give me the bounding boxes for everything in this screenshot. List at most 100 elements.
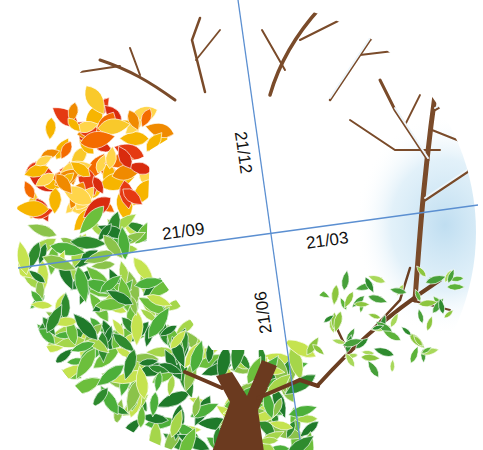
- solstice-equinox-lines: [18, 0, 478, 440]
- branch: [318, 280, 440, 385]
- snow-line: [435, 88, 470, 108]
- leaf: [51, 170, 76, 198]
- leaf: [287, 402, 319, 420]
- leaf: [365, 359, 382, 380]
- trunk: [212, 360, 277, 450]
- leaf: [424, 273, 447, 286]
- leaf: [138, 107, 155, 130]
- date-label: 21/03: [305, 229, 349, 252]
- leaf: [363, 276, 377, 295]
- branch: [270, 8, 320, 95]
- tree-disc: [11, 8, 483, 450]
- branch: [435, 90, 470, 110]
- leaf: [167, 327, 189, 351]
- leaf: [89, 174, 107, 196]
- leaf: [33, 169, 58, 190]
- leaf: [446, 268, 457, 284]
- date-label: 21/09: [161, 220, 205, 243]
- branch: [192, 18, 205, 92]
- leaf: [330, 284, 340, 306]
- leaf: [20, 179, 37, 201]
- branch: [196, 30, 220, 60]
- leaf: [69, 309, 103, 344]
- leaf: [322, 313, 335, 324]
- leaf: [124, 108, 143, 133]
- leaf: [174, 425, 201, 450]
- leaf: [15, 200, 49, 217]
- leaf: [425, 315, 435, 332]
- leaf: [93, 360, 128, 391]
- branch: [130, 48, 140, 75]
- leaf: [354, 301, 370, 307]
- leaf: [104, 146, 118, 170]
- leaf: [437, 297, 446, 314]
- leaf: [413, 289, 422, 303]
- leaf: [148, 420, 162, 450]
- branch: [360, 50, 402, 55]
- branch: [185, 372, 222, 388]
- leaf: [40, 251, 78, 276]
- leaf: [447, 284, 465, 290]
- spring-branches: [318, 268, 450, 385]
- leaf: [270, 397, 284, 419]
- leaf: [143, 304, 175, 342]
- snow-line: [395, 108, 428, 158]
- leaf: [416, 308, 425, 324]
- solstice-line: [238, 0, 300, 440]
- leaf: [67, 157, 93, 181]
- leaf: [134, 365, 151, 400]
- leaf: [99, 232, 127, 263]
- leaf: [190, 394, 202, 418]
- snow: [330, 38, 470, 198]
- leaf: [71, 344, 101, 382]
- leaf: [367, 293, 389, 306]
- leaf: [408, 345, 421, 365]
- leaf: [420, 345, 432, 355]
- branch: [330, 18, 392, 100]
- leaf: [381, 328, 402, 344]
- leaf: [343, 351, 357, 369]
- branch: [262, 30, 285, 70]
- leaf: [412, 334, 425, 348]
- leaf: [120, 132, 149, 146]
- leaf: [331, 310, 344, 333]
- leaf: [389, 286, 407, 295]
- leaf: [80, 82, 111, 119]
- leaf: [153, 371, 164, 393]
- leaf: [311, 342, 326, 357]
- leaf: [131, 311, 144, 346]
- leaf: [65, 115, 84, 134]
- leaf: [430, 296, 446, 315]
- leaf: [283, 431, 318, 450]
- branch: [80, 66, 120, 72]
- leaf: [368, 312, 382, 321]
- leaf: [137, 405, 147, 428]
- branch: [405, 95, 420, 125]
- branch: [425, 170, 470, 200]
- tree-trunk: [185, 360, 318, 450]
- leaf: [119, 184, 146, 209]
- leaf: [187, 339, 208, 375]
- branch: [258, 380, 318, 398]
- leaf: [42, 302, 67, 335]
- branch: [300, 20, 340, 40]
- leaf: [390, 359, 395, 372]
- leaf: [342, 290, 356, 310]
- snow-line: [330, 38, 370, 98]
- branch: [350, 120, 440, 150]
- leaf: [26, 220, 59, 241]
- leaf: [148, 391, 160, 417]
- leaf: [388, 312, 401, 329]
- leaf: [71, 265, 92, 304]
- leaf: [113, 143, 136, 171]
- leaf: [360, 354, 380, 362]
- leaf: [70, 235, 107, 250]
- leaf: [165, 375, 176, 397]
- leaf: [268, 418, 294, 432]
- snow-line: [425, 168, 470, 198]
- leaf: [120, 347, 140, 381]
- branch: [432, 130, 462, 142]
- leaf: [138, 357, 159, 367]
